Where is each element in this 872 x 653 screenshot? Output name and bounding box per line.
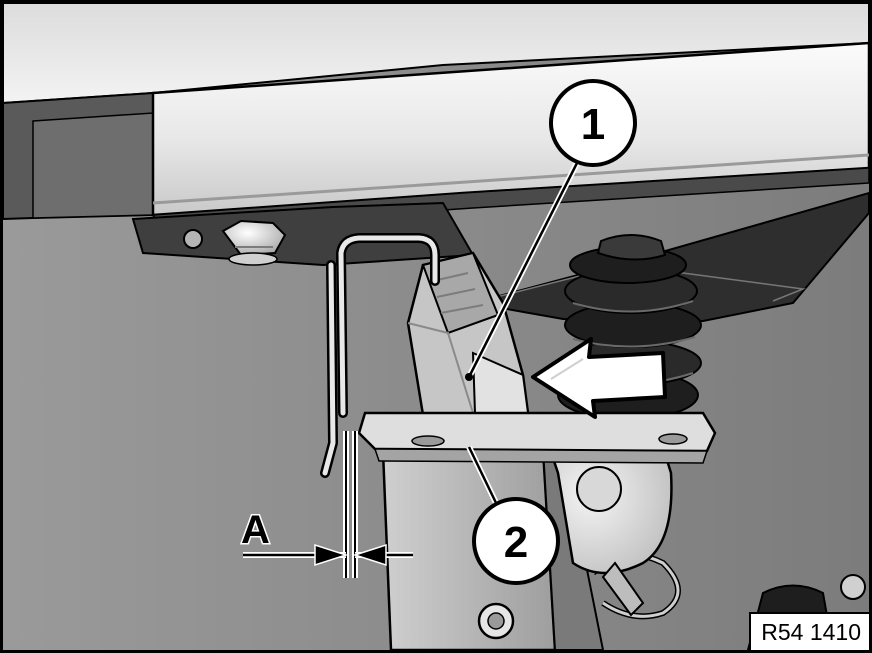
upper-body-panel [3,3,869,105]
callout-2: 2 [472,497,560,585]
base-plate [357,411,717,453]
callout-1-label: 1 [581,100,605,149]
direction-arrow-icon [531,337,667,419]
dimension-label: A [241,508,270,552]
callout-1: 1 [549,79,637,167]
dimension-a: A [240,431,413,578]
illustration-canvas: A 1 2 [3,3,869,650]
callout-2-label: 2 [504,518,528,567]
bolt-icon [221,219,287,266]
figure-id-label: R54 1410 [749,612,869,650]
wire-clip [320,233,440,478]
